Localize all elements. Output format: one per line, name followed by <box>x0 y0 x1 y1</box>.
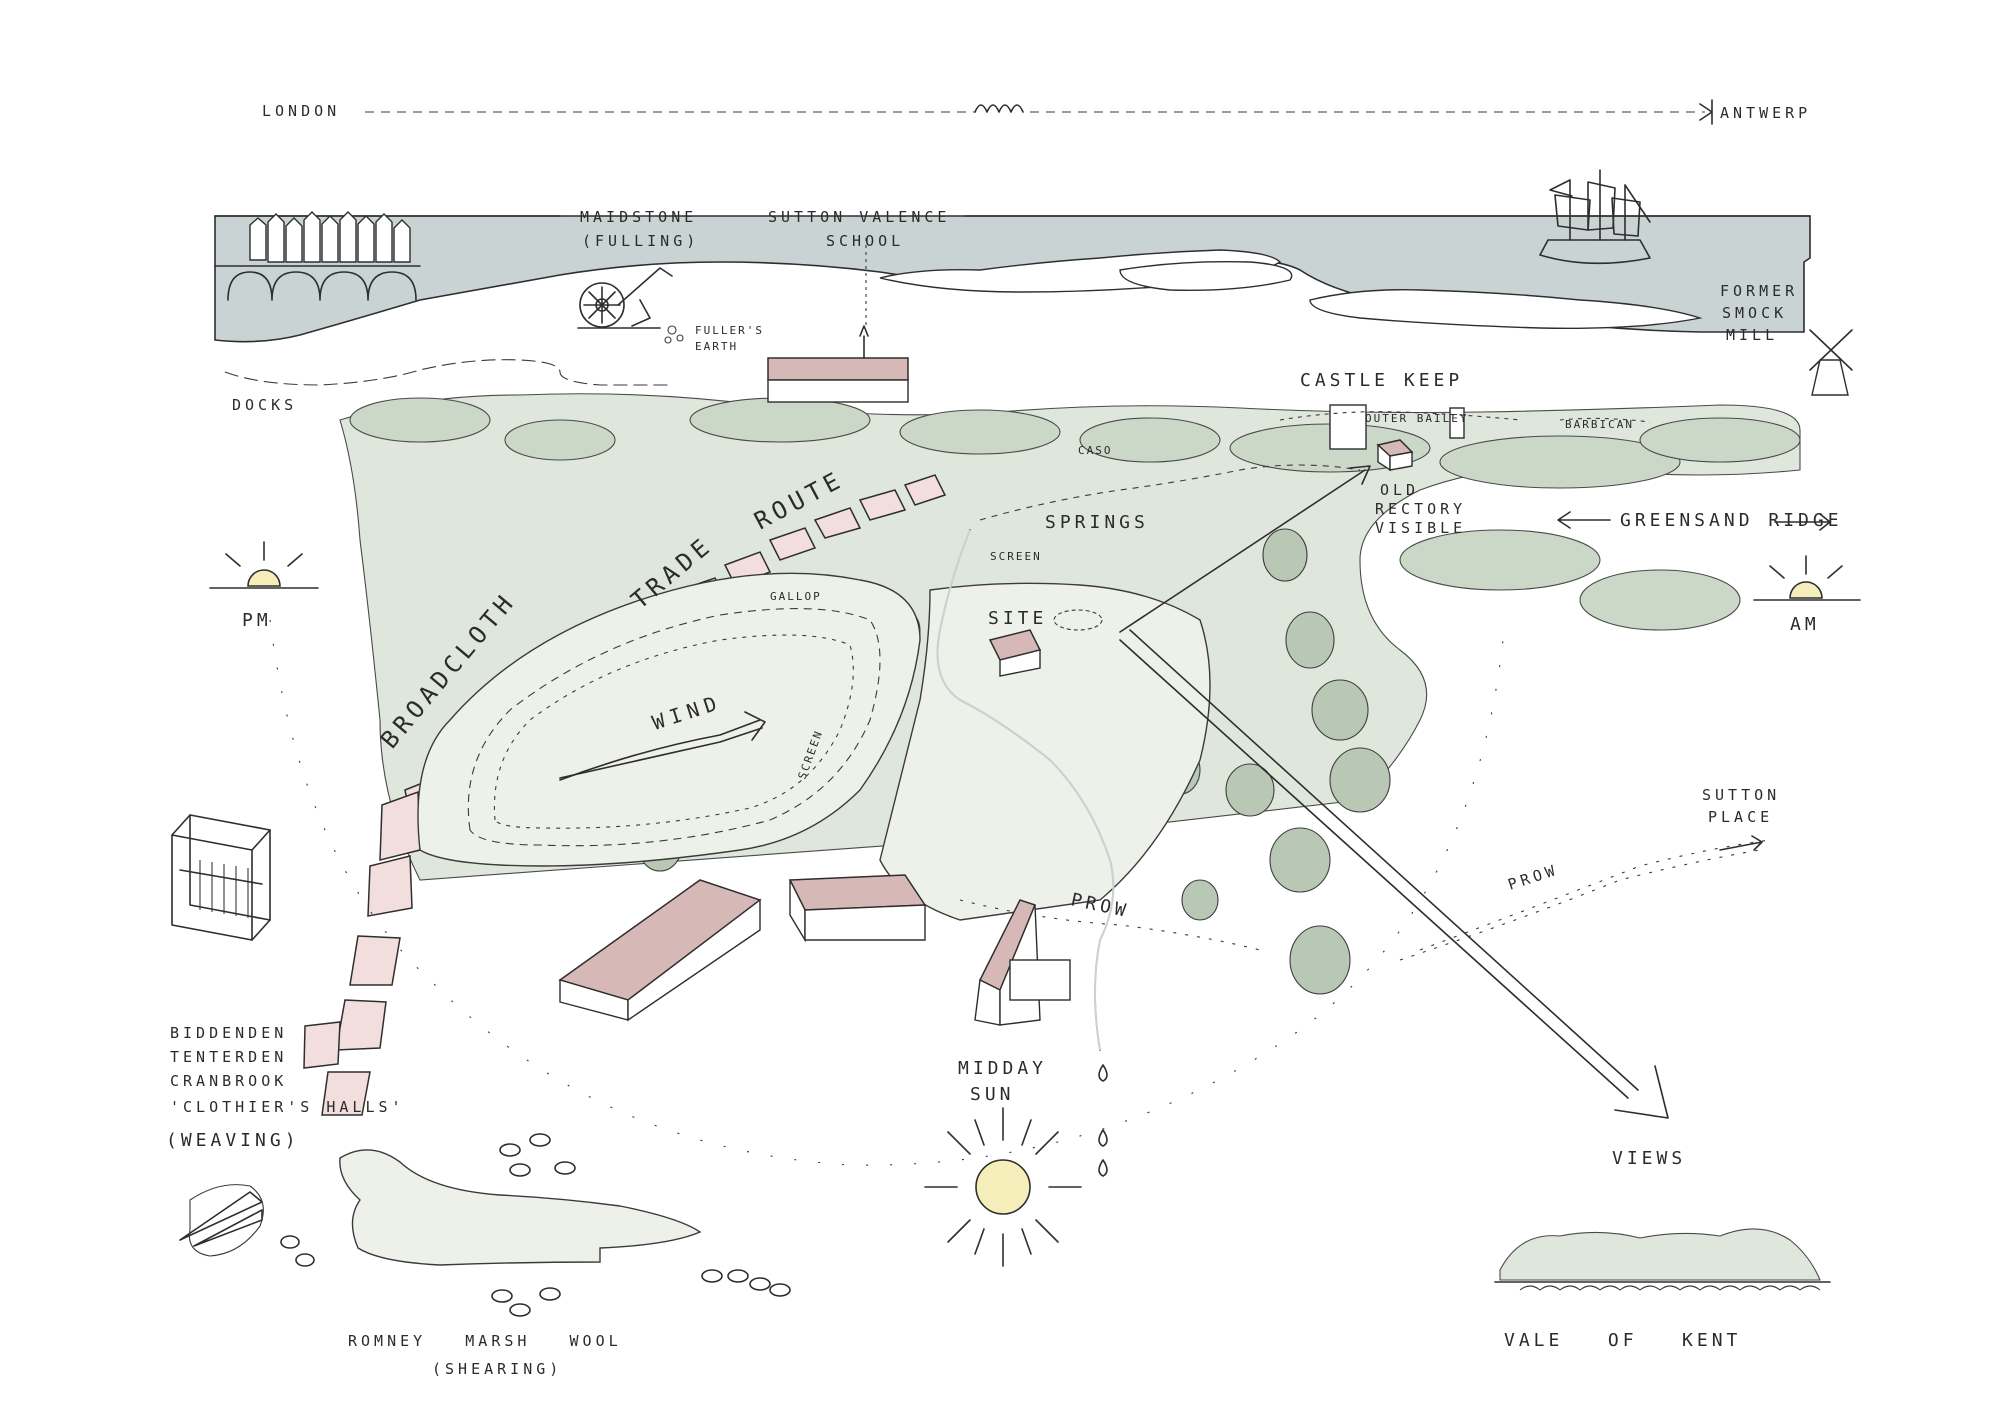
views-arrow <box>1119 465 1669 1119</box>
label-pm: PM <box>242 610 272 631</box>
label-sutton: SUTTON <box>1702 786 1780 804</box>
label-old: OLD <box>1380 481 1419 499</box>
label-fullers: FULLER'S <box>695 324 764 337</box>
estuary <box>214 215 1811 343</box>
label-tenterden: TENTERDEN <box>170 1048 287 1066</box>
label-caso: CASO <box>1078 444 1113 457</box>
windmill-icon <box>1809 329 1853 396</box>
ship-icon <box>1539 169 1651 265</box>
label-outer-bailey: OUTER BAILEY <box>1365 412 1468 425</box>
springs-path <box>979 464 1361 521</box>
fulling-wheel-icon <box>577 267 673 329</box>
label-fulling: (FULLING) <box>582 232 699 250</box>
gallop-field <box>417 572 921 867</box>
london-skyline-icon <box>214 211 421 301</box>
vale-of-kent-vignette <box>1494 1228 1831 1291</box>
label-docks: DOCKS <box>232 396 297 414</box>
label-midday: MIDDAY <box>958 1058 1047 1079</box>
wind-arrow-icon <box>559 711 766 781</box>
label-sun: SUN <box>970 1084 1015 1105</box>
label-sutton-valence: SUTTON VALENCE <box>768 208 950 226</box>
label-site: SITE <box>988 608 1047 629</box>
arrow-left-icon <box>1557 511 1611 529</box>
label-castle-keep: CASTLE KEEP <box>1300 370 1463 391</box>
label-springs: SPRINGS <box>1045 512 1149 533</box>
label-antwerp: ANTWERP <box>1720 104 1811 122</box>
label-greensand-ridge: GREENSAND RIDGE <box>1620 510 1843 531</box>
romney-marsh <box>339 1149 702 1266</box>
label-prow-center: PROW <box>1069 889 1131 922</box>
sun-icon-midday <box>924 1107 1082 1267</box>
sutton-valence-school <box>767 238 909 403</box>
label-prow-right: PROW <box>1506 861 1561 894</box>
fullers-earth-icon <box>667 325 677 335</box>
site-fields <box>879 582 1211 921</box>
prow-dots <box>959 835 1771 961</box>
shears-icon <box>179 1184 264 1257</box>
london-antwerp-line <box>365 99 1713 125</box>
arrow-icon <box>1699 99 1713 125</box>
water-drop-icon <box>1098 1064 1108 1082</box>
label-school: SCHOOL <box>826 232 904 250</box>
label-romney-marsh-wool: ROMNEY MARSH WOOL <box>348 1332 622 1350</box>
sea-wave-icon <box>974 104 1024 113</box>
label-london: LONDON <box>262 102 340 120</box>
docks-route <box>224 359 670 386</box>
label-maidstone: MAIDSTONE <box>580 208 697 226</box>
label-earth: EARTH <box>695 340 738 353</box>
loom-icon <box>171 814 271 941</box>
label-former: FORMER <box>1720 282 1798 300</box>
castle-keep <box>1279 404 1651 472</box>
label-smock: SMOCK <box>1722 304 1787 322</box>
sheep-icon <box>280 1133 791 1317</box>
sun-icon-am <box>1753 555 1861 601</box>
label-rectory: RECTORY <box>1375 500 1466 518</box>
label-shearing: (SHEARING) <box>432 1360 562 1378</box>
label-am: AM <box>1790 614 1820 635</box>
label-vale-of-kent: VALE OF KENT <box>1504 1330 1741 1351</box>
label-cranbrook: CRANBROOK <box>170 1072 287 1090</box>
label-weaving: (WEAVING) <box>166 1130 300 1151</box>
label-gallop: GALLOP <box>770 590 822 603</box>
label-barbican: BARBICAN <box>1565 418 1634 431</box>
label-screen-top: SCREEN <box>990 550 1042 563</box>
label-views: VIEWS <box>1612 1148 1686 1169</box>
arrow-right-icon <box>1774 513 1831 531</box>
label-visible: VISIBLE <box>1375 519 1466 537</box>
label-place: PLACE <box>1708 808 1773 826</box>
label-biddenden: BIDDENDEN <box>170 1024 287 1042</box>
label-mill: MILL <box>1726 326 1778 344</box>
arrow-icon <box>1719 835 1763 851</box>
label-clothiers-halls: 'CLOTHIER'S HALLS' <box>170 1098 405 1116</box>
sun-icon-pm <box>209 541 319 589</box>
